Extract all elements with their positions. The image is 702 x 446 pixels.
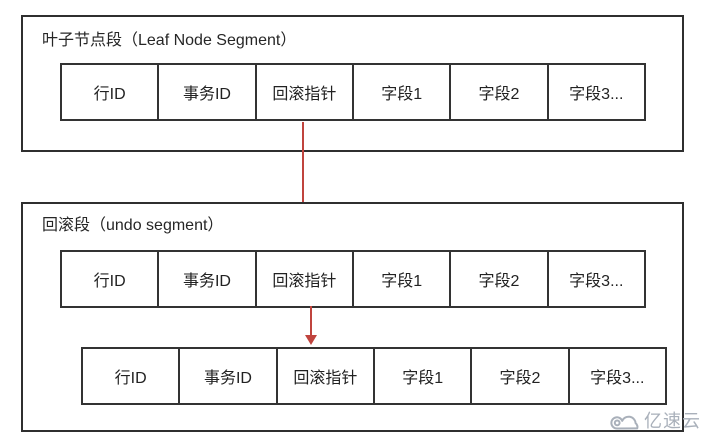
leaf-node-segment-box: 叶子节点段（Leaf Node Segment） 行ID 事务ID 回滚指针 字…	[21, 15, 684, 152]
undo-segment-title: 回滚段（undo segment）	[42, 217, 224, 234]
cell-roll-pointer: 回滚指针	[254, 65, 352, 119]
cell-field-2: 字段2	[449, 65, 546, 119]
cell-field-1: 字段1	[351, 65, 449, 119]
watermark: 亿速云	[610, 407, 701, 433]
leaf-node-segment-title: 叶子节点段（Leaf Node Segment）	[42, 32, 297, 49]
watermark-text: 亿速云	[644, 411, 701, 431]
cell-roll-pointer: 回滚指针	[254, 252, 352, 306]
arrow-undo-row1-to-row2	[305, 306, 317, 345]
leaf-node-record-row: 行ID 事务ID 回滚指针 字段1 字段2 字段3...	[60, 63, 646, 121]
cell-row-id: 行ID	[93, 86, 126, 103]
cell-roll-pointer: 回滚指针	[275, 349, 373, 403]
cell-trx-id: 事务ID	[157, 252, 254, 306]
cell-field-3: 字段3...	[546, 252, 644, 306]
undo-record-row-1: 行ID 事务ID 回滚指针 字段1 字段2 字段3...	[60, 250, 646, 308]
cell-field-2: 字段2	[449, 252, 546, 306]
cell-field-2: 字段2	[470, 349, 567, 403]
arrow-down-icon	[305, 335, 317, 345]
cell-field-1: 字段1	[351, 252, 449, 306]
cell-row-id: 行ID	[114, 370, 147, 387]
cell-field-1: 字段1	[372, 349, 470, 403]
cell-trx-id: 事务ID	[178, 349, 275, 403]
cloud-logo-icon	[610, 415, 639, 430]
undo-record-row-2: 行ID 事务ID 回滚指针 字段1 字段2 字段3...	[81, 347, 667, 405]
undo-segment-box: 回滚段（undo segment） 行ID 事务ID 回滚指针 字段1 字段2 …	[21, 202, 684, 432]
cell-field-3: 字段3...	[567, 349, 665, 403]
cell-row-id: 行ID	[93, 273, 126, 290]
cell-trx-id: 事务ID	[157, 65, 254, 119]
cell-field-3: 字段3...	[546, 65, 644, 119]
